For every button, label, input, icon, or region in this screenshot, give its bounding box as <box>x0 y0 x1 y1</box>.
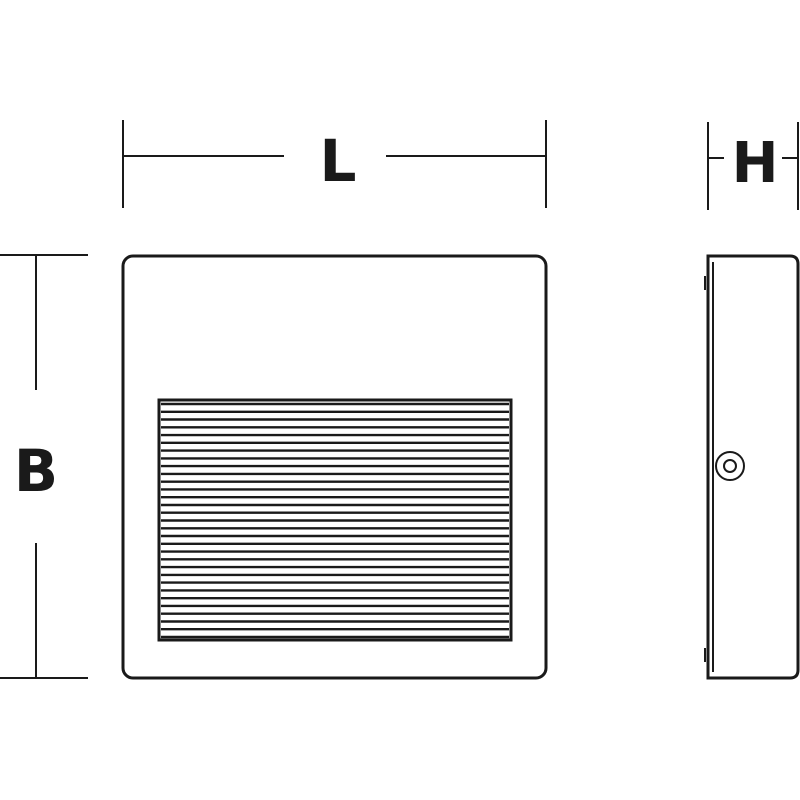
screw-icon <box>715 451 745 481</box>
length-label: L <box>320 127 357 195</box>
side-view <box>704 254 800 680</box>
side-housing <box>706 254 800 680</box>
height-label: H <box>732 131 779 196</box>
screw-head-icon <box>723 459 737 473</box>
breadth-dimension: B <box>0 254 88 679</box>
length-dimension: L <box>122 120 547 208</box>
front-view <box>121 254 548 680</box>
grille-slats <box>161 402 509 639</box>
height-dimension: H <box>707 122 799 210</box>
breadth-label: B <box>14 437 58 505</box>
